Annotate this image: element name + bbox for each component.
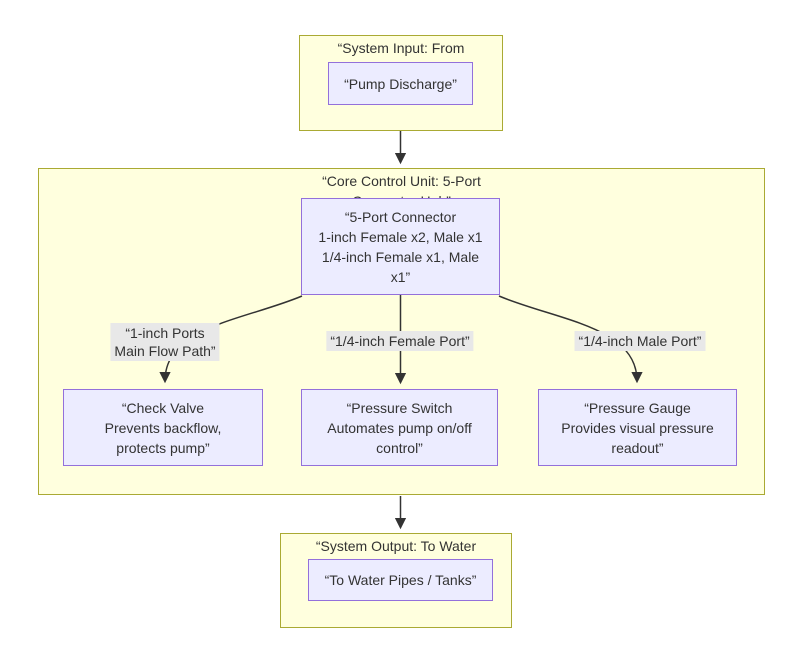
node-water-output: “To Water Pipes / Tanks” xyxy=(308,559,493,601)
node-pressure-gauge: “Pressure Gauge Provides visual pressure… xyxy=(538,389,737,466)
node-check-valve-label: “Check Valve Prevents backflow, protects… xyxy=(104,399,222,456)
node-five-port-connector-label: “5-Port Connector 1-inch Female x2, Male… xyxy=(318,208,483,285)
node-pump-discharge: “Pump Discharge” xyxy=(328,62,473,105)
node-pressure-switch: “Pressure Switch Automates pump on/off c… xyxy=(301,389,498,466)
node-pressure-switch-label: “Pressure Switch Automates pump on/off c… xyxy=(327,399,472,456)
node-water-output-label: “To Water Pipes / Tanks” xyxy=(324,572,477,588)
node-five-port-connector: “5-Port Connector 1-inch Female x2, Male… xyxy=(301,198,500,295)
node-pump-discharge-label: “Pump Discharge” xyxy=(344,75,457,92)
edge-label-one-inch-ports: “1-inch Ports Main Flow Path” xyxy=(110,323,220,361)
node-pressure-gauge-label: “Pressure Gauge Provides visual pressure… xyxy=(561,399,714,456)
edge-label-quarter-female-port: “1/4-inch Female Port” xyxy=(326,331,474,351)
node-check-valve: “Check Valve Prevents backflow, protects… xyxy=(63,389,263,466)
edge-label-quarter-male-port: “1/4-inch Male Port” xyxy=(574,331,706,351)
